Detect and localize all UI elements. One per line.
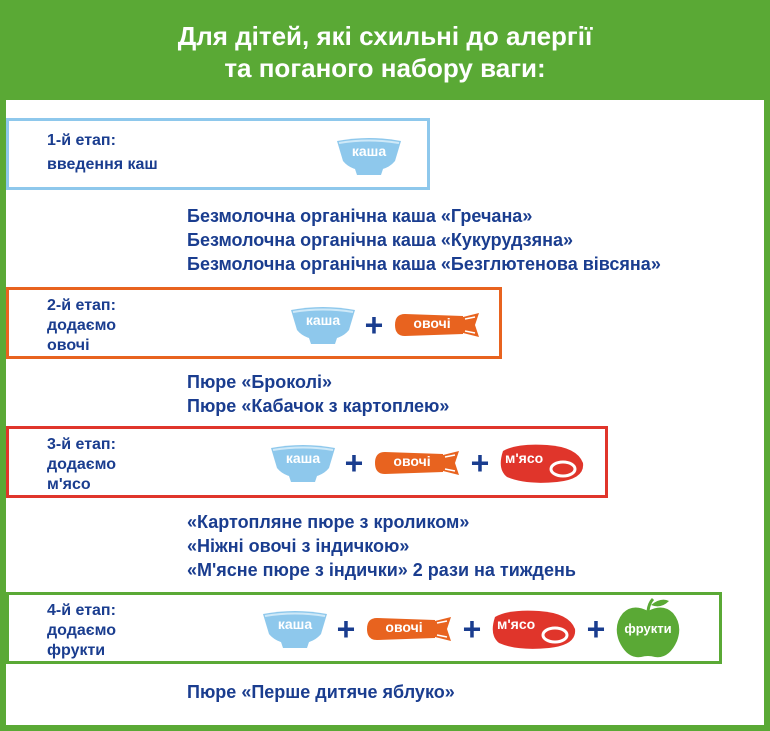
stage-4-label: 4-й етап: додаємо фрукти bbox=[47, 601, 116, 661]
stage-2-icons: каша + овочі bbox=[289, 304, 483, 346]
stage-1-products: Безмолочна органічна каша «Гречана» Безм… bbox=[187, 204, 661, 276]
stage-4-subtitle-2: фрукти bbox=[47, 642, 106, 659]
product-item: «Картопляне пюре з кроликом» bbox=[187, 512, 470, 532]
stage-2-products: Пюре «Броколі» Пюре «Кабачок з картоплею… bbox=[187, 370, 449, 418]
stage-3-title: 3-й етап: bbox=[47, 436, 116, 453]
stage-3-label: 3-й етап: додаємо м'ясо bbox=[47, 435, 116, 495]
plus-icon: + bbox=[344, 445, 364, 481]
product-item: Пюре «Кабачок з картоплею» bbox=[187, 396, 450, 416]
carrot-icon: овочі bbox=[391, 310, 483, 340]
porridge-icon-label: каша bbox=[351, 143, 387, 159]
stage-1-subtitle: введення каш bbox=[47, 156, 158, 173]
product-item: Пюре «Перше дитяче яблуко» bbox=[187, 682, 455, 702]
plus-icon: + bbox=[336, 611, 356, 647]
meat-icon: м'ясо bbox=[489, 607, 579, 651]
stage-1-label: 1-й етап: введення каш bbox=[47, 131, 158, 175]
header-title-line-1: Для дітей, які схильні до алергії bbox=[177, 21, 593, 51]
porridge-icon-label: каша bbox=[277, 616, 313, 632]
fruits-icon-label: фрукти bbox=[624, 621, 672, 636]
stage-4-title: 4-й етап: bbox=[47, 602, 116, 619]
stage-1-icons: каша bbox=[335, 135, 403, 177]
porridge-bowl-icon: каша bbox=[261, 608, 329, 650]
product-item: Безмолочна органічна каша «Кукурудзяна» bbox=[187, 230, 573, 250]
product-item: Безмолочна органічна каша «Гречана» bbox=[187, 206, 533, 226]
product-item: Безмолочна органічна каша «Безглютенова … bbox=[187, 254, 661, 274]
apple-icon: фрукти bbox=[613, 597, 683, 661]
plus-icon: + bbox=[586, 611, 606, 647]
porridge-bowl-icon: каша bbox=[335, 135, 403, 177]
page-header: Для дітей, які схильні до алергії та пог… bbox=[0, 0, 770, 100]
meat-icon: м'ясо bbox=[497, 441, 587, 485]
header-title-line-2: та поганого набору ваги: bbox=[224, 53, 546, 83]
stage-1-title: 1-й етап: bbox=[47, 132, 116, 149]
product-item: Пюре «Броколі» bbox=[187, 372, 333, 392]
vegetables-icon-label: овочі bbox=[385, 619, 423, 635]
stage-4-box: 4-й етап: додаємо фрукти каша + овочі + … bbox=[6, 592, 722, 664]
product-item: «Ніжні овочі з індичкою» bbox=[187, 536, 410, 556]
meat-icon-label: м'ясо bbox=[497, 616, 536, 632]
carrot-icon: овочі bbox=[371, 448, 463, 478]
product-item: «М'ясне пюре з індички» 2 рази на тижден… bbox=[187, 560, 576, 580]
stage-2-title: 2-й етап: bbox=[47, 297, 116, 314]
plus-icon: + bbox=[364, 307, 384, 343]
stage-2-subtitle-1: додаємо bbox=[47, 317, 117, 334]
meat-icon-label: м'ясо bbox=[505, 450, 544, 466]
stage-3-icons: каша + овочі + м'ясо bbox=[269, 441, 587, 485]
stage-1-box: 1-й етап: введення каш каша bbox=[6, 118, 430, 190]
porridge-bowl-icon: каша bbox=[269, 442, 337, 484]
vegetables-icon-label: овочі bbox=[393, 453, 431, 469]
stage-2-label: 2-й етап: додаємо овочі bbox=[47, 296, 116, 356]
stage-2-subtitle-2: овочі bbox=[47, 337, 90, 354]
porridge-icon-label: каша bbox=[285, 450, 321, 466]
carrot-icon: овочі bbox=[363, 614, 455, 644]
plus-icon: + bbox=[470, 445, 490, 481]
vegetables-icon-label: овочі bbox=[413, 315, 451, 331]
stage-4-icons: каша + овочі + м'ясо + фрукти bbox=[261, 597, 683, 661]
stage-2-box: 2-й етап: додаємо овочі каша + овочі bbox=[6, 287, 502, 359]
porridge-icon-label: каша bbox=[305, 312, 341, 328]
stage-3-box: 3-й етап: додаємо м'ясо каша + овочі + м… bbox=[6, 426, 608, 498]
stage-3-subtitle-2: м'ясо bbox=[47, 476, 91, 493]
porridge-bowl-icon: каша bbox=[289, 304, 357, 346]
plus-icon: + bbox=[462, 611, 482, 647]
stage-4-subtitle-1: додаємо bbox=[47, 622, 117, 639]
stage-3-subtitle-1: додаємо bbox=[47, 456, 117, 473]
stage-4-products: Пюре «Перше дитяче яблуко» bbox=[187, 680, 455, 704]
stage-3-products: «Картопляне пюре з кроликом» «Ніжні овоч… bbox=[187, 510, 576, 582]
